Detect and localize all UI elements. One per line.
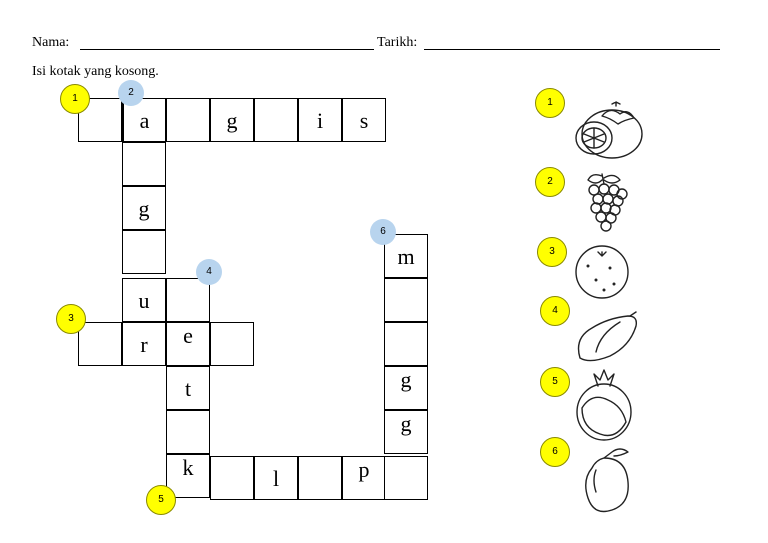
cell-5a-4[interactable] — [298, 456, 342, 500]
orange-icon — [575, 245, 629, 299]
cell-6d-2[interactable] — [384, 278, 428, 322]
cell-1a-5[interactable] — [254, 98, 298, 142]
cell-3a-2[interactable]: r — [122, 322, 166, 366]
legend-number-5: 5 — [540, 367, 570, 397]
papaya-icon — [577, 311, 638, 362]
date-line[interactable] — [424, 49, 720, 50]
date-label: Tarikh: — [377, 35, 418, 50]
clue-number-6: 6 — [370, 219, 396, 245]
cell-1a-4[interactable]: g — [210, 98, 254, 142]
legend-number-4: 4 — [540, 296, 570, 326]
cell-2d-3[interactable]: g — [122, 186, 166, 230]
clue-number-2: 2 — [118, 80, 144, 106]
clue-number-4: 4 — [196, 259, 222, 285]
cell-5a-6[interactable] — [384, 456, 428, 500]
cell-5a-3[interactable]: l — [254, 456, 298, 500]
cell-6d-4[interactable]: g — [384, 366, 428, 410]
pomegranate-icon — [576, 369, 632, 441]
cell-4d-3[interactable]: t — [166, 366, 210, 410]
cell-4d-4[interactable] — [166, 410, 210, 454]
clue-number-5: 5 — [146, 485, 176, 515]
cell-6d-3[interactable] — [384, 322, 428, 366]
cell-1a-6[interactable]: i — [298, 98, 342, 142]
name-line[interactable] — [80, 49, 374, 50]
name-label: Nama: — [32, 35, 70, 50]
grapes-icon — [587, 173, 628, 232]
cell-1a-3[interactable] — [166, 98, 210, 142]
cell-5a-5[interactable]: p — [342, 456, 386, 500]
cell-2d-2[interactable] — [122, 142, 166, 186]
clue-number-3: 3 — [56, 304, 86, 334]
mango-icon — [585, 448, 629, 513]
cell-2d-5[interactable]: u — [122, 278, 166, 322]
legend-number-3: 3 — [537, 237, 567, 267]
cell-3a-4[interactable] — [210, 322, 254, 366]
clue-number-1: 1 — [60, 84, 90, 114]
cell-4d-1[interactable] — [166, 278, 210, 322]
legend-number-2: 2 — [535, 167, 565, 197]
legend-number-6: 6 — [540, 437, 570, 467]
legend-number-1: 1 — [535, 88, 565, 118]
instruction-text: Isi kotak yang kosong. — [32, 64, 159, 79]
cell-2d-4[interactable] — [122, 230, 166, 274]
cell-6d-5[interactable]: g — [384, 410, 428, 454]
cell-3a-1[interactable] — [78, 322, 122, 366]
mangosteen-icon — [575, 101, 643, 159]
cell-5a-2[interactable] — [210, 456, 254, 500]
cell-3a-3[interactable]: e — [166, 322, 210, 366]
cell-1a-7[interactable]: s — [342, 98, 386, 142]
